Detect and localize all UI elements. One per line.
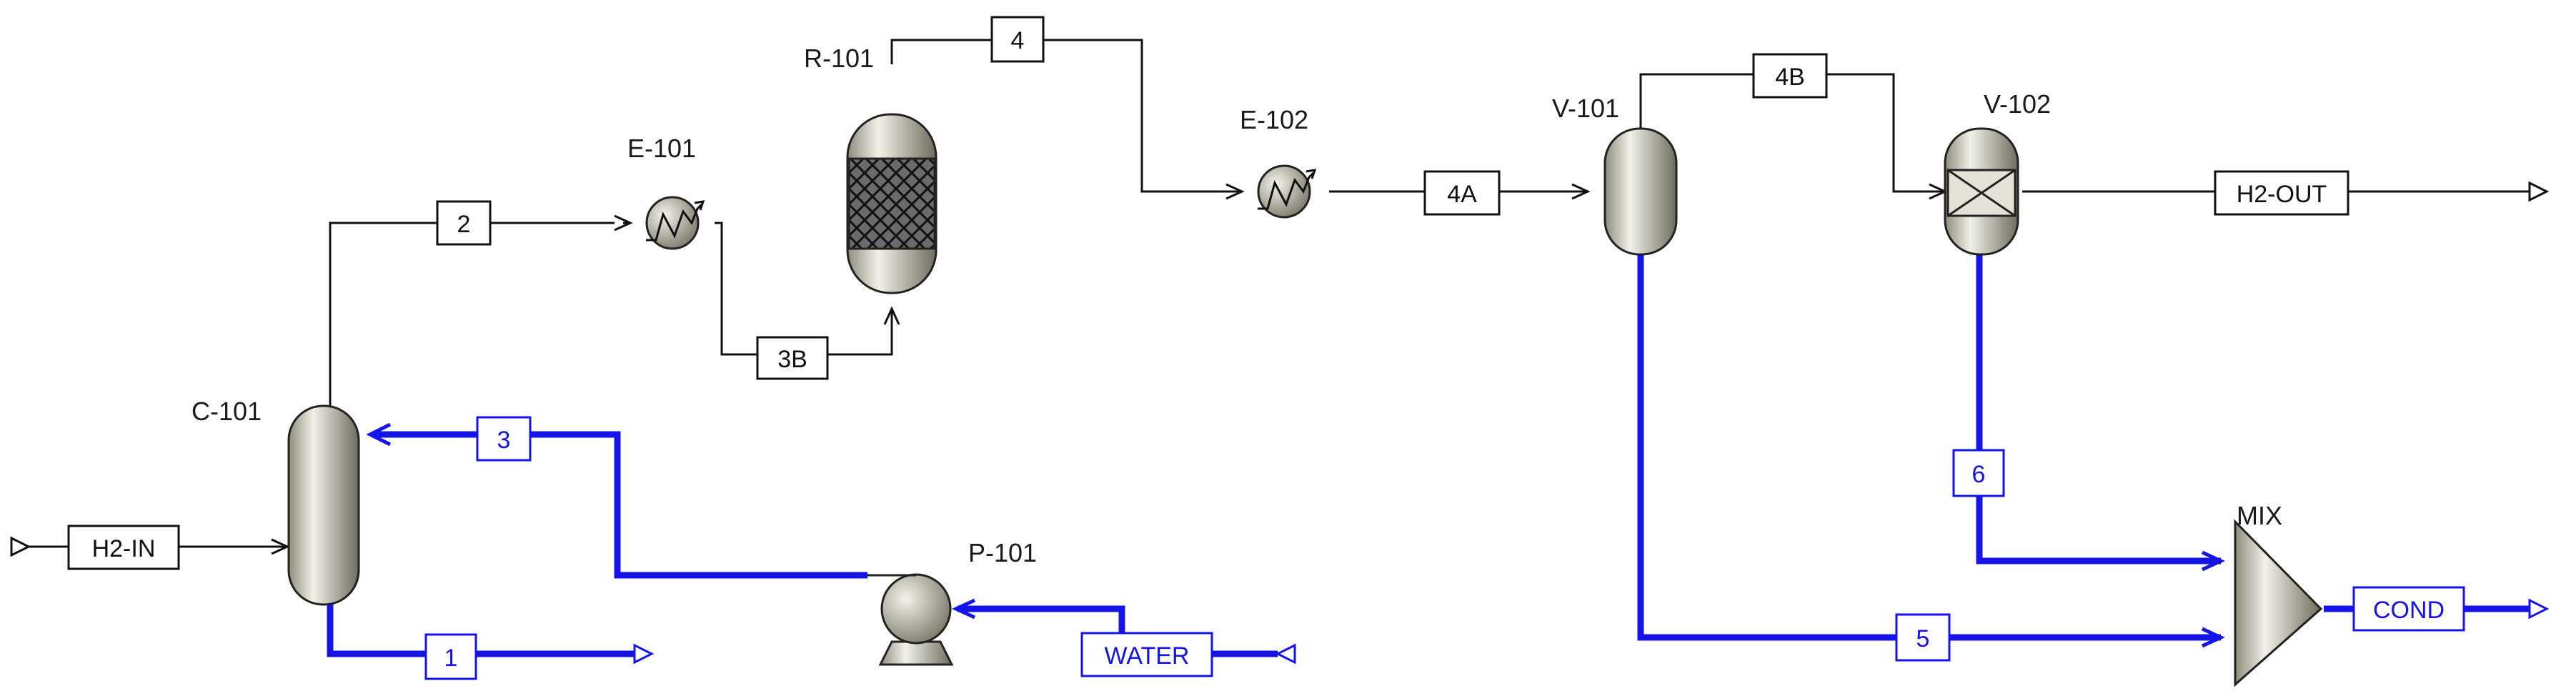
stream-label-3b[interactable]: 3B [756,336,829,380]
svg-text:2: 2 [457,211,471,238]
svg-text:WATER: WATER [1105,642,1190,670]
stream-label-2[interactable]: 2 [436,200,492,246]
mixer-mix-label: MIX [2237,501,2282,530]
mixer-mix[interactable] [2234,519,2323,687]
svg-text:COND: COND [2373,597,2445,624]
stream-3-line[interactable] [366,422,867,579]
stream-4-line[interactable] [890,39,1245,200]
pump-p101-label: P-101 [968,538,1037,567]
svg-text:4A: 4A [1447,181,1477,208]
stream-label-4a[interactable]: 4A [1423,170,1501,216]
stream-6-line[interactable] [1976,253,2225,572]
flash-drum-v101-label: V-101 [1552,94,1619,123]
svg-text:H2-OUT: H2-OUT [2237,181,2327,208]
stream-label-h2-in[interactable]: H2-IN [67,525,180,570]
heat-exchanger-e102-label: E-102 [1240,105,1308,134]
stream-label-cond[interactable]: COND [2352,586,2465,632]
stream-label-h2-out[interactable]: H2-OUT [2214,170,2349,216]
heat-exchanger-e101[interactable] [645,196,705,250]
stream-label-4[interactable]: 4 [990,16,1045,63]
pump-p101[interactable] [867,573,954,666]
stream-label-4b[interactable]: 4B [1752,53,1828,99]
svg-text:3: 3 [497,427,511,454]
svg-text:4B: 4B [1775,64,1805,91]
column-c101-label: C-101 [192,397,262,426]
stream-label-1[interactable]: 1 [424,633,477,680]
svg-text:1: 1 [444,645,458,672]
reactor-r101[interactable] [846,113,938,294]
stream-5-line[interactable] [1637,253,2225,648]
column-c101[interactable] [287,404,360,606]
stream-3b-line[interactable] [715,222,900,356]
stream-label-water[interactable]: WATER [1080,632,1213,677]
stream-label-3[interactable]: 3 [476,416,532,462]
flash-drum-v102[interactable] [1944,127,2019,256]
stream-label-6[interactable]: 6 [1952,449,2005,497]
stream-2-line[interactable] [329,214,633,406]
svg-text:6: 6 [1972,461,1986,488]
svg-text:5: 5 [1916,625,1930,652]
heat-exchanger-e102[interactable] [1257,164,1317,219]
svg-text:4: 4 [1011,27,1025,54]
flash-drum-v101[interactable] [1603,127,1678,256]
reactor-r101-label: R-101 [804,44,874,73]
flash-drum-v102-label: V-102 [1984,89,2051,119]
stream-label-5[interactable]: 5 [1895,613,1951,662]
stream-1-line[interactable] [327,605,655,665]
svg-text:3B: 3B [777,346,807,373]
svg-text:H2-IN: H2-IN [92,535,156,562]
heat-exchanger-e101-label: E-101 [627,134,696,163]
